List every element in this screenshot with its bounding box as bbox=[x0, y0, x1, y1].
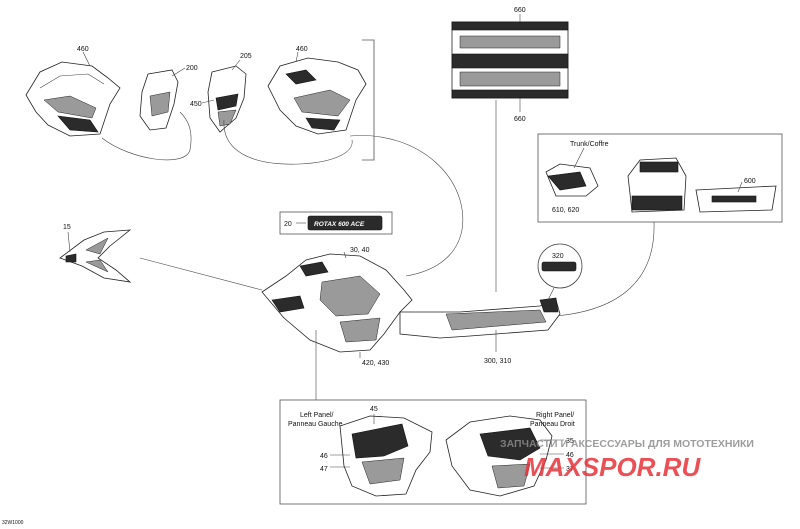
label-420-430: 420, 430 bbox=[362, 360, 389, 367]
label-47-left: 47 bbox=[320, 466, 328, 473]
label-200: 200 bbox=[186, 65, 198, 72]
bottom-panels-group bbox=[279, 399, 587, 505]
label-20: 20 bbox=[284, 221, 292, 228]
rotax-decal-text: ROTAX 600 ACE bbox=[314, 221, 365, 228]
trunk-box bbox=[537, 133, 783, 223]
rotax-decal-box bbox=[279, 211, 393, 235]
label-left-panel-2: Panneau Gauche bbox=[288, 421, 343, 428]
label-205: 205 bbox=[240, 53, 252, 60]
bottom-panels-box bbox=[279, 399, 587, 505]
label-right-panel-1: Right Panel/ bbox=[536, 412, 574, 419]
label-left-panel-1: Left Panel/ bbox=[300, 412, 334, 419]
label-460-left: 460 bbox=[77, 46, 89, 53]
watermark-line2: MAXSPOR.RU bbox=[524, 452, 701, 482]
label-37: 37 bbox=[566, 466, 574, 473]
diagram-code: 32W1000 bbox=[2, 520, 24, 526]
callout-labels: 460 200 205 460 450 660 660 15 20 ROTAX … bbox=[2, 7, 756, 526]
nose-decal-15 bbox=[59, 229, 132, 283]
watermark-line1: ЗАПЧАСТИ И АКСЕССУАРЫ ДЛЯ МОТОТЕХНИКИ bbox=[500, 438, 754, 450]
nose-group bbox=[59, 229, 263, 291]
label-660-bottom: 660 bbox=[514, 116, 526, 123]
label-right-panel-2: Panneau Droit bbox=[530, 421, 575, 428]
sled-body-group bbox=[261, 135, 561, 400]
label-460-right: 460 bbox=[296, 46, 308, 53]
label-660-top: 660 bbox=[514, 7, 526, 14]
label-320: 320 bbox=[552, 253, 564, 260]
label-30-40: 30, 40 bbox=[350, 247, 370, 254]
label-600: 600 bbox=[744, 178, 756, 185]
label-45: 45 bbox=[370, 406, 378, 413]
callout-320-group bbox=[537, 243, 583, 301]
trunk-group bbox=[537, 133, 783, 317]
label-46-right: 46 bbox=[566, 452, 574, 459]
top-left-panel-group bbox=[25, 39, 375, 165]
label-trunk: Trunk/Coffre bbox=[570, 141, 609, 148]
label-610-620: 610, 620 bbox=[552, 207, 579, 214]
label-46-left: 46 bbox=[320, 453, 328, 460]
watermark: ЗАПЧАСТИ И АКСЕССУАРЫ ДЛЯ МОТОТЕХНИКИ MA… bbox=[500, 438, 754, 482]
rotax-group bbox=[279, 211, 393, 235]
label-35: 35 bbox=[566, 438, 574, 445]
label-450: 450 bbox=[190, 101, 202, 108]
tunnel-decal-group bbox=[451, 14, 569, 292]
label-300-310: 300, 310 bbox=[484, 358, 511, 365]
label-15: 15 bbox=[63, 224, 71, 231]
